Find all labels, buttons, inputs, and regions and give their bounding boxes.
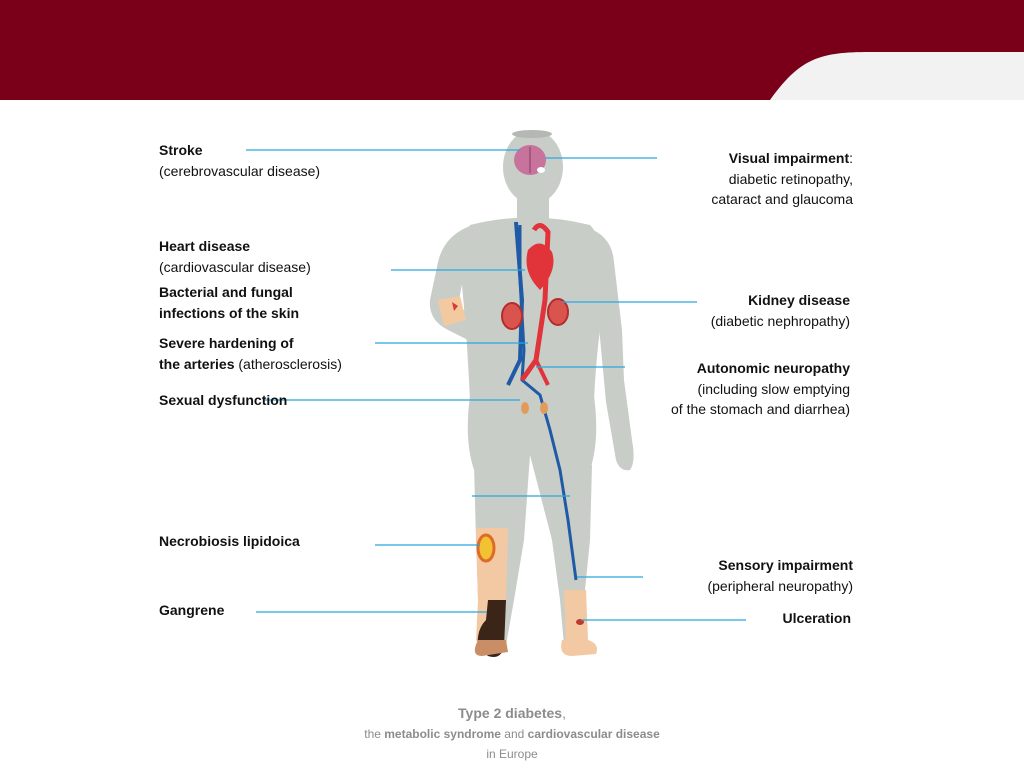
label-ulceration-title: Ulceration <box>782 610 851 626</box>
left-foot <box>474 640 508 656</box>
label-sexual-title: Sexual dysfunction <box>159 392 288 408</box>
label-visual-colon: : <box>849 150 853 166</box>
right-kidney <box>547 298 569 326</box>
label-visual-impairment: Visual impairment: diabetic retinopathy,… <box>711 148 853 210</box>
label-skin-line2: infections of the skin <box>159 304 300 321</box>
label-autonomic-line3: of the stomach and diarrhea) <box>671 401 850 417</box>
label-stroke: Stroke (cerebrovascular disease) <box>159 140 320 181</box>
label-stroke-title: Stroke <box>159 142 203 158</box>
footer-line2-mid: and <box>500 727 528 741</box>
footer-metabolic: metabolic syndrome <box>384 727 501 741</box>
label-arteries-line2-bold: the arteries <box>159 355 235 372</box>
label-autonomic-neuropathy: Autonomic neuropathy (including slow emp… <box>671 358 850 420</box>
label-visual-title: Visual impairment <box>728 150 850 166</box>
label-gangrene-title: Gangrene <box>159 602 225 618</box>
label-visual-line3: cataract and glaucoma <box>711 191 853 207</box>
label-sensory-impairment: Sensory impairment (peripheral neuropath… <box>707 555 853 596</box>
label-necrobiosis: Necrobiosis lipidoica <box>159 531 300 552</box>
label-autonomic-title: Autonomic neuropathy <box>696 360 850 376</box>
skin-infection-mark <box>452 302 458 311</box>
label-kidney-title: Kidney disease <box>748 292 850 308</box>
label-skin-line1: Bacterial and fungal <box>159 284 293 300</box>
right-shin <box>564 590 588 640</box>
label-stroke-detail: (cerebrovascular disease) <box>159 162 321 179</box>
skin-infection-patch <box>438 296 466 326</box>
right-foot <box>561 640 597 656</box>
footer-line2-pre: the <box>364 727 385 741</box>
label-sexual-dysfunction: Sexual dysfunction <box>159 390 287 411</box>
label-arteries-line2-rest: (atherosclerosis) <box>234 355 342 372</box>
label-visual-line2: diabetic retinopathy, <box>728 170 853 187</box>
body-silhouette <box>429 130 634 645</box>
necrobiosis-lesion <box>476 533 496 563</box>
label-gangrene: Gangrene <box>159 600 224 621</box>
footer: Type 2 diabetes, the metabolic syndrome … <box>0 702 1024 764</box>
label-necro-title: Necrobiosis lipidoica <box>159 533 300 549</box>
footer-line1: Type 2 diabetes, <box>0 702 1024 724</box>
label-autonomic-line2: (including slow emptying <box>697 380 850 397</box>
reproductive-organ <box>521 402 529 414</box>
label-heart-title: Heart disease <box>159 238 251 254</box>
footer-line3: in Europe <box>486 747 538 761</box>
label-kidney-disease: Kidney disease (diabetic nephropathy) <box>711 290 850 331</box>
label-sensory-detail: (peripheral neuropathy) <box>707 577 853 594</box>
header-banner <box>0 0 1024 100</box>
left-kidney <box>501 302 523 330</box>
eye <box>537 167 545 173</box>
artery-line <box>519 223 551 382</box>
label-skin-infections: Bacterial and fungal infections of the s… <box>159 282 299 323</box>
footer-cardio: cardiovascular disease <box>527 727 660 741</box>
label-arteries-line1: Severe hardening of <box>159 335 294 351</box>
footer-title: Type 2 diabetes <box>458 705 563 721</box>
ulcer-mark <box>576 619 584 625</box>
label-kidney-detail: (diabetic nephropathy) <box>710 312 850 329</box>
label-ulceration: Ulceration <box>783 608 851 629</box>
label-sensory-title: Sensory impairment <box>718 557 853 573</box>
heart <box>526 243 554 290</box>
label-heart-detail: (cardiovascular disease) <box>159 258 311 275</box>
label-heart-disease: Heart disease (cardiovascular disease) <box>159 236 311 277</box>
banner-accent-band <box>770 52 1024 100</box>
label-atherosclerosis: Severe hardening of the arteries (athero… <box>159 333 342 374</box>
footer-title-comma: , <box>562 705 566 721</box>
footer-line2: the metabolic syndrome and cardiovascula… <box>0 724 1024 744</box>
